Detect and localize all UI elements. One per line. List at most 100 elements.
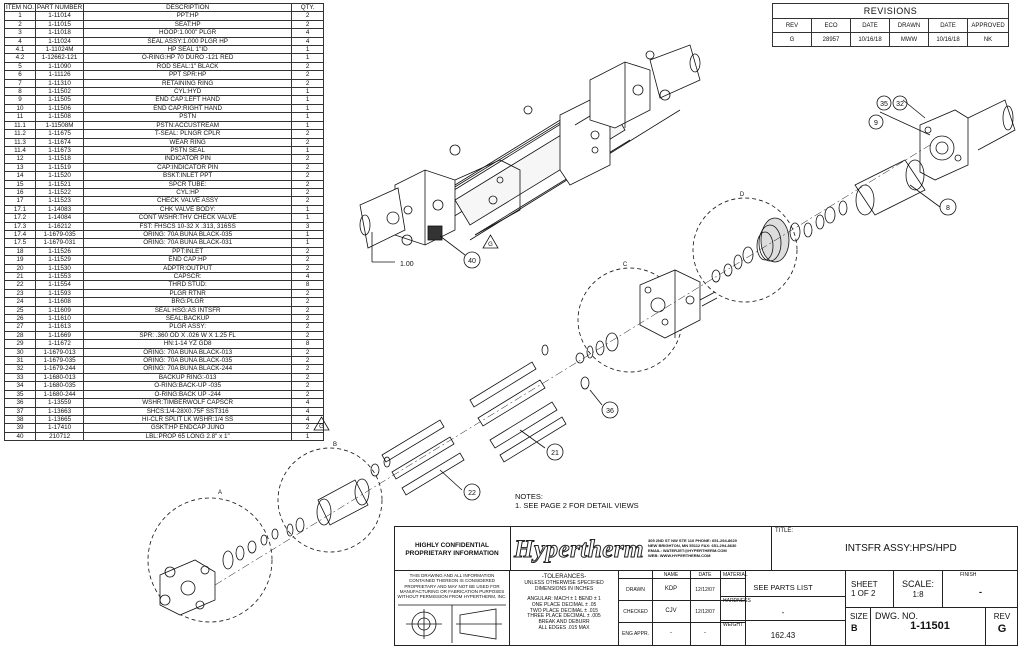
qty-cell: 1 [291,229,325,240]
part-number-cell: 1-11674 [34,137,85,147]
part-number-cell: 1-1679-244 [34,364,85,374]
material-label: MATERIAL [723,572,748,578]
qty-cell: 2 [291,381,325,391]
part-number-cell: 1-11502 [34,87,85,97]
tie-rods-part [469,361,567,463]
part-number-cell: 1-11526 [34,246,85,257]
header-qty: QTY. [291,2,325,13]
part-number-cell: 1-11505 [34,95,85,105]
part-number-cell: 1-11530 [34,263,85,274]
dwg-no-value: 1-11501 [910,620,950,632]
qty-cell: 2 [291,356,325,366]
size-label: SIZE [850,612,868,621]
qty-cell: 1 [291,431,325,442]
part-number-cell: 1-1679-035 [34,229,85,240]
sheet-label: SHEET [851,580,878,589]
finish-label: FINISH [960,572,977,578]
part-number-cell: 1-17410 [34,423,85,433]
rev-value-rev: G [772,32,812,47]
tolerance-line-1: UNLESS OTHERWISE SPECIFIED [524,579,604,586]
part-number-cell: 1-1679-031 [34,238,85,248]
checked-date: 12/12/07 [695,609,715,615]
rev-value: G [997,623,1007,635]
sheet-value: 1 OF 2 [851,589,876,598]
address-line-3: EMAIL: WATERJET@HYPERTHERM.COM [648,548,727,553]
part-number-cell: 1-11610 [34,314,85,324]
qty-cell: 2 [291,137,325,147]
qty-cell: 1 [291,213,325,223]
left-end-cap-explode [586,269,718,359]
hydraulic-cylinder-part [854,159,926,216]
part-number-cell: 1-14083 [34,204,85,215]
header-part-number: PART NUMBER [34,2,85,13]
scale-label: SCALE: [901,579,934,589]
qty-cell: 2 [291,154,325,164]
part-number-cell: 1-11675 [34,129,85,139]
qty-cell: 1 [291,95,325,105]
qty-cell: 2 [291,255,325,265]
part-number-cell: 1-11024M [34,45,85,55]
part-number-cell: 1-14084 [34,213,85,223]
rev-value-approved: NK [967,32,1009,47]
qty-cell: 8 [291,339,325,349]
detail-label-d: D [740,192,745,198]
hardness-label: HARDNESS [723,598,751,604]
tolerance-line-5: TWO PLACE DECIMAL ± .015 [529,607,599,614]
part-number-cell: 1-11521 [34,179,85,189]
part-number-cell: 1-11608 [34,297,85,307]
part-number-cell: 1-1680-013 [34,372,85,383]
drawn-date: 12/12/07 [695,587,715,593]
part-number-cell: 1-11529 [34,255,85,265]
third-angle-projection-symbol [398,604,506,643]
size-value: B [851,623,858,633]
rev-label: REV [993,612,1011,621]
tolerance-line-3: ANGULAR: MACH ± 1 BEND ± 1 [527,595,601,602]
part-number-cell: 1-11523 [34,196,85,206]
qty-cell: 4 [291,406,325,416]
checked-name: CJV [665,608,677,614]
part-number-cell: 1-11553 [34,271,85,282]
tolerances-block: -TOLERANCES- UNLESS OTHERWISE SPECIFIED … [511,574,617,632]
qty-cell: 1 [291,112,325,122]
confidential-line-2: PROPRIETARY INFORMATION [405,550,499,557]
qty-cell: 2 [291,196,325,206]
part-number-cell: 1-11024 [34,36,85,47]
part-number-cell: 210712 [34,431,85,442]
tolerance-line-2: DIMENSIONS IN INCHES [534,585,594,592]
part-number-cell: 1-1680-244 [34,389,85,400]
qty-cell: 1 [291,145,325,156]
part-number-cell: 1-11522 [34,187,85,198]
qty-cell: 2 [291,61,325,72]
right-end-cap-explode [919,99,1016,181]
rev-flag-2: G [319,424,324,430]
piston-part [711,217,801,283]
notes-heading: NOTES: [515,492,543,501]
qty-cell: 2 [291,372,325,383]
part-number-cell: 1-11672 [34,339,85,349]
part-number-cell: 1-1679-035 [34,356,85,366]
